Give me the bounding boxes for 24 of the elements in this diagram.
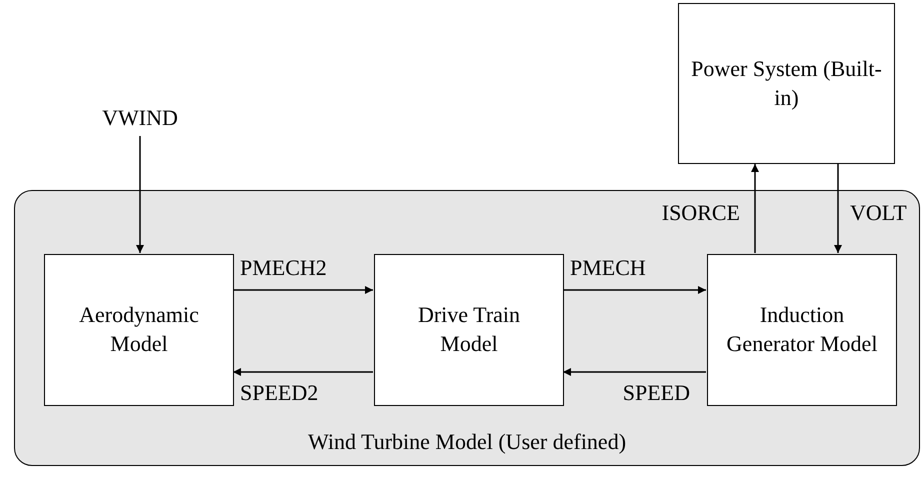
- block-label: Power System (Built-in): [690, 54, 883, 112]
- block-label: Aerodynamic Model: [78, 301, 200, 358]
- block-box: [44, 254, 234, 406]
- edge-label: ISORCE: [662, 202, 740, 224]
- arrow: [136, 136, 144, 253]
- edge-label: SPEED2: [240, 382, 318, 404]
- block-label: Drive Train Model: [416, 301, 522, 358]
- arrow: [751, 164, 759, 253]
- block-label: Wind Turbine Model (User defined): [308, 428, 626, 456]
- arrow: [233, 368, 373, 376]
- arrow: [563, 286, 706, 294]
- edge-label: PMECH: [570, 257, 646, 279]
- arrow: [563, 368, 706, 376]
- block-box: [374, 254, 564, 406]
- edge-label: SPEED: [622, 382, 690, 404]
- arrow: [834, 164, 842, 253]
- block-box: [707, 254, 897, 406]
- edge-label: VOLT: [850, 202, 907, 224]
- edge-label: PMECH2: [240, 257, 327, 279]
- arrow: [233, 286, 373, 294]
- group-panel: [14, 190, 920, 466]
- block-label: Induction Generator Model: [726, 301, 878, 358]
- input-label: VWIND: [75, 100, 205, 136]
- block-box: [678, 3, 895, 164]
